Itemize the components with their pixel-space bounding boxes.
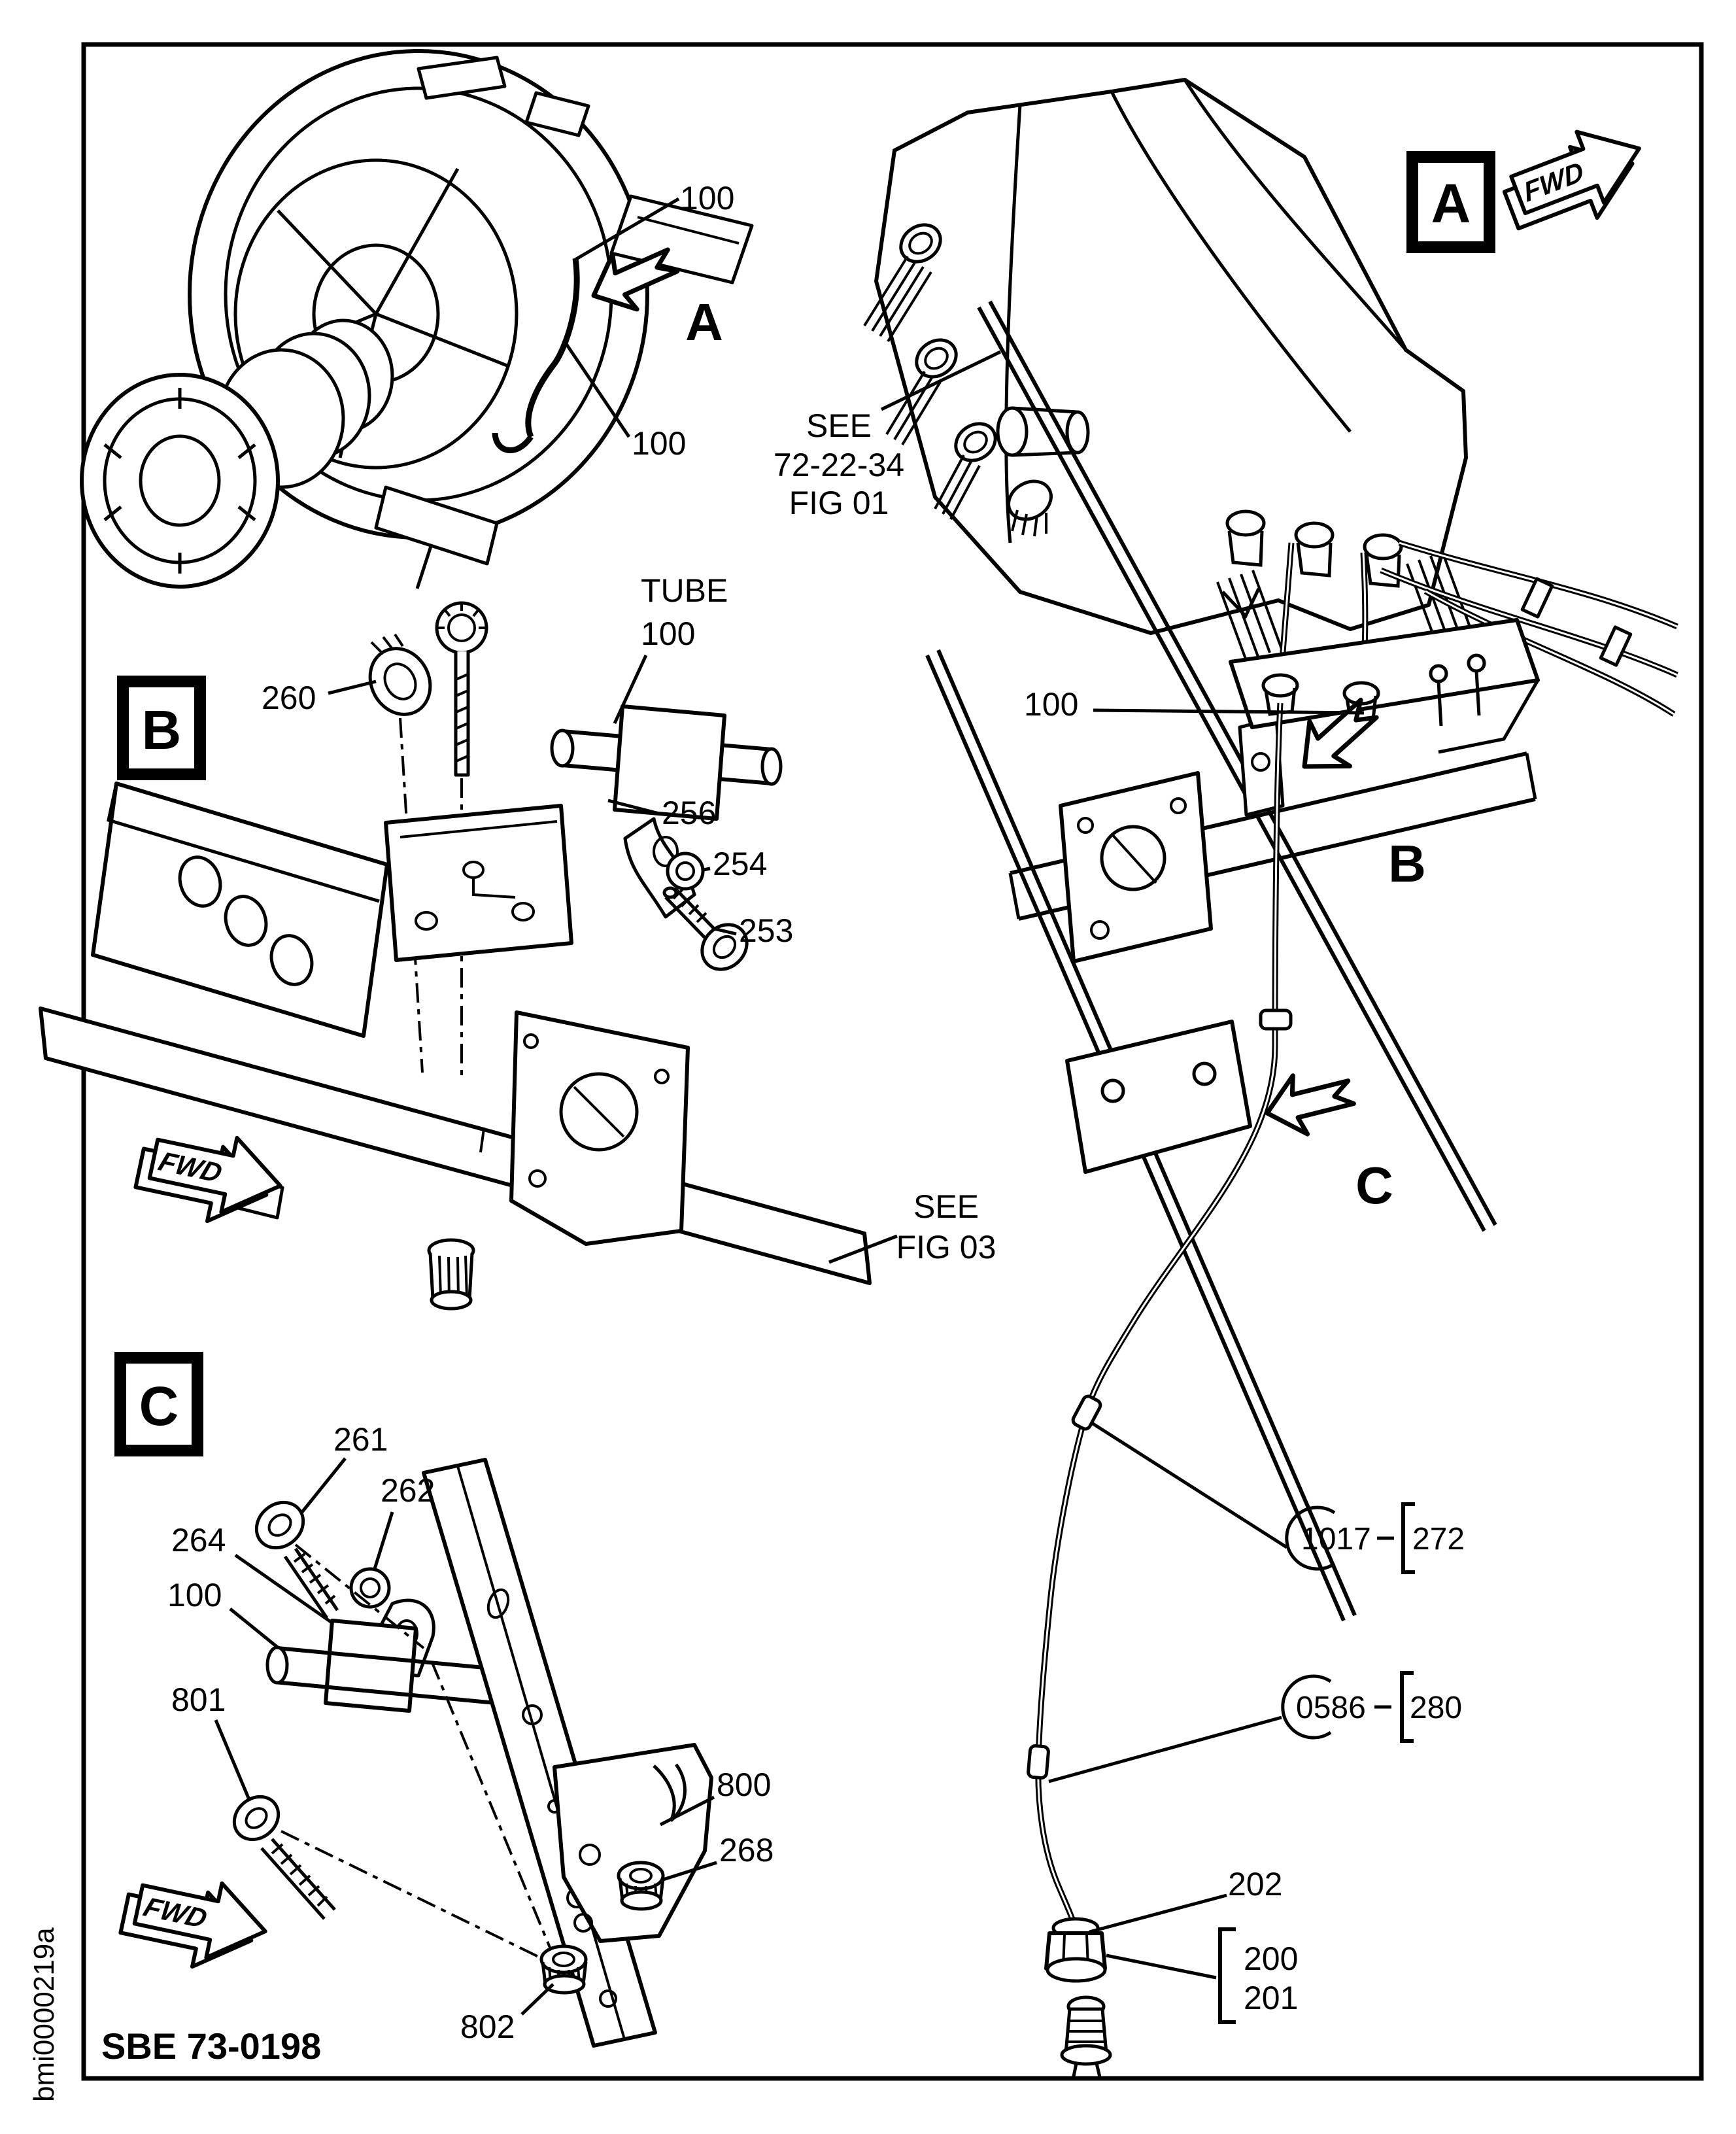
harness-ref-1017-272: 1017 272 — [1285, 1502, 1465, 1574]
ref-see-fig01-line2: 72-22-34 — [774, 447, 904, 483]
view-box-a: A — [1406, 151, 1495, 253]
washer-254 — [666, 852, 705, 891]
fwd-arrow-top: FWD — [1502, 129, 1641, 231]
bolt-261 — [254, 1500, 339, 1619]
clamp-mount-plate — [384, 804, 573, 962]
view-box-b-letter: B — [142, 699, 182, 761]
leader-lines — [214, 197, 1365, 2016]
bolt-253 — [662, 886, 749, 971]
callout-802: 802 — [460, 2008, 515, 2045]
grommet-260 — [368, 633, 432, 716]
tube-end-fitting — [1044, 1917, 1107, 1983]
group-ref-200-201: 200 201 — [1218, 1927, 1298, 2024]
callout-100-sectionc: 100 — [167, 1577, 222, 1613]
callout-261: 261 — [333, 1421, 388, 1458]
transmission-oil-tube — [1027, 702, 1293, 2080]
callout-264: 264 — [171, 1522, 226, 1558]
callout-801: 801 — [171, 1681, 226, 1718]
fwd-arrow-bottom: FWD — [118, 1881, 267, 1969]
harness-ref-0586-280: 0586 280 — [1281, 1671, 1462, 1743]
crossmember-bracket — [1059, 771, 1213, 963]
electrical-connectors — [863, 223, 1090, 537]
callout-254: 254 — [713, 846, 767, 882]
callout-268: 268 — [719, 1832, 774, 1868]
callout-100-converter-lower: 100 — [632, 425, 686, 462]
ribbed-hose-hatching — [1216, 551, 1472, 661]
callout-201: 201 — [1244, 1980, 1298, 2016]
lower-bracket — [1065, 1020, 1252, 1174]
wiring-tube-100 — [525, 258, 580, 438]
tube-clamp-2 — [1071, 1394, 1102, 1431]
ref-see-fig01-line1: SEE — [806, 407, 872, 444]
callout-256: 256 — [662, 795, 716, 831]
harness-ref-item-272: 272 — [1412, 1522, 1465, 1557]
detail-arrow-a-letter: A — [685, 293, 723, 351]
converter-snout — [80, 373, 280, 589]
ref-see-fig03-line1: SEE — [913, 1188, 979, 1225]
callout-262: 262 — [381, 1472, 435, 1509]
bolt-801 — [232, 1795, 336, 1920]
nut-802 — [539, 1944, 588, 1995]
rail-bracket — [509, 1010, 690, 1246]
callout-202: 202 — [1228, 1866, 1282, 1902]
view-box-a-letter: A — [1431, 173, 1471, 234]
bolt-vertical — [435, 601, 488, 777]
harness-ref-circle-0586: 0586 — [1296, 1691, 1366, 1725]
section-c-drawing — [232, 1458, 713, 2048]
callout-200: 200 — [1244, 1940, 1298, 1977]
callout-253: 253 — [739, 912, 793, 949]
callout-100-valvebody: 100 — [1024, 686, 1078, 723]
detail-arrow-c — [1265, 1073, 1356, 1137]
detail-arrow-b — [1302, 697, 1379, 769]
figure-code: SBE 73-0198 — [101, 2025, 321, 2067]
nut-268 — [617, 1861, 665, 1911]
spline-plug — [427, 1238, 475, 1311]
tube-clamp-3 — [1027, 1744, 1050, 1780]
callout-100-converter-upper: 100 — [680, 180, 734, 216]
view-box-b: B — [117, 676, 206, 780]
crossmember-drawing — [1008, 716, 1537, 963]
hose-clamp-tie — [1599, 625, 1633, 667]
ref-tube-line2: 100 — [641, 615, 695, 652]
callout-260: 260 — [262, 680, 316, 716]
harness-ref-item-280: 280 — [1410, 1691, 1462, 1725]
hose-fittings — [1225, 509, 1403, 588]
detail-arrow-b-letter: B — [1388, 835, 1426, 893]
margin-code: bmi0000219a — [28, 1927, 60, 2102]
transmission-converter-drawing — [80, 49, 754, 589]
ref-see-fig03-line2: FIG 03 — [896, 1229, 996, 1265]
harness-ref-circle-1017: 1017 — [1301, 1522, 1371, 1557]
section-b-drawing — [39, 601, 872, 1311]
ref-tube-line1: TUBE — [641, 572, 728, 609]
hose-clamp-tie — [1520, 577, 1554, 619]
tube-clamp-1 — [1259, 1008, 1293, 1031]
fwd-arrow-middle: FWD — [133, 1135, 282, 1224]
drain-plug — [1060, 1995, 1112, 2080]
view-box-c-letter: C — [139, 1375, 179, 1437]
ref-see-fig01-line3: FIG 01 — [789, 485, 889, 521]
valve-body-drawing — [863, 78, 1678, 717]
support-plate-three-holes — [91, 782, 389, 1038]
detail-arrow-c-letter: C — [1355, 1156, 1393, 1214]
callout-800: 800 — [717, 1766, 771, 1803]
view-box-c: C — [114, 1352, 203, 1456]
rail-strip — [422, 1458, 657, 2048]
washer-262 — [349, 1567, 391, 1609]
detail-arrow-a — [591, 247, 680, 312]
